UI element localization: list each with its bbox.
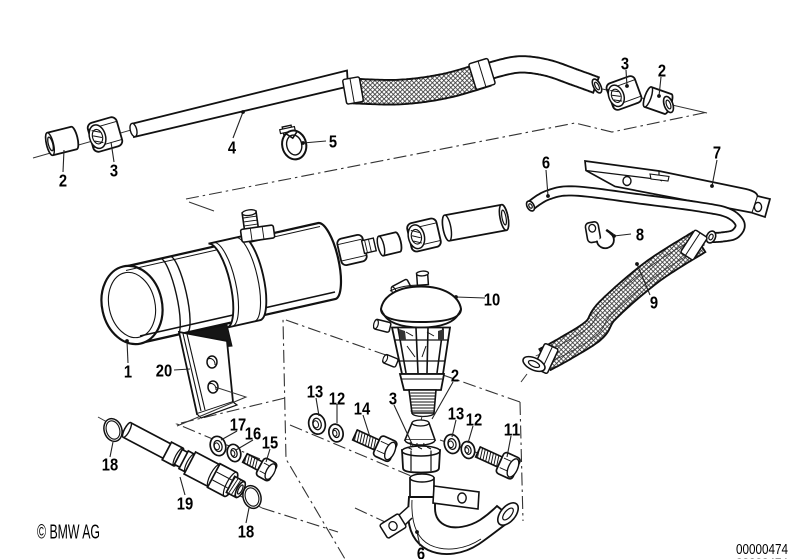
svg-text:19: 19 [177, 493, 194, 513]
svg-text:2: 2 [59, 170, 67, 190]
svg-text:12: 12 [329, 388, 346, 408]
svg-text:00000474: 00000474 [736, 556, 788, 559]
svg-text:13: 13 [448, 403, 465, 423]
svg-text:20: 20 [156, 360, 173, 380]
svg-text:6: 6 [542, 152, 550, 172]
svg-text:© BMW AG: © BMW AG [37, 521, 100, 544]
svg-text:3: 3 [621, 53, 629, 73]
svg-text:14: 14 [354, 398, 371, 418]
svg-text:18: 18 [102, 454, 119, 474]
svg-text:4: 4 [228, 137, 236, 157]
svg-text:7: 7 [713, 142, 721, 162]
svg-text:3: 3 [110, 160, 118, 180]
svg-text:9: 9 [650, 292, 658, 312]
svg-text:6: 6 [417, 543, 425, 559]
svg-text:2: 2 [658, 60, 666, 80]
svg-text:16: 16 [245, 423, 262, 443]
svg-text:13: 13 [307, 381, 324, 401]
svg-text:5: 5 [329, 131, 337, 151]
svg-text:10: 10 [484, 289, 501, 309]
svg-text:00000474: 00000474 [736, 542, 788, 558]
svg-text:18: 18 [238, 521, 255, 541]
svg-text:12: 12 [466, 409, 483, 429]
svg-text:1: 1 [124, 361, 132, 381]
svg-text:2: 2 [451, 365, 459, 385]
svg-text:3: 3 [389, 388, 397, 408]
svg-text:8: 8 [636, 224, 644, 244]
svg-text:17: 17 [230, 414, 246, 434]
svg-text:15: 15 [262, 432, 279, 452]
svg-text:11: 11 [504, 419, 521, 439]
